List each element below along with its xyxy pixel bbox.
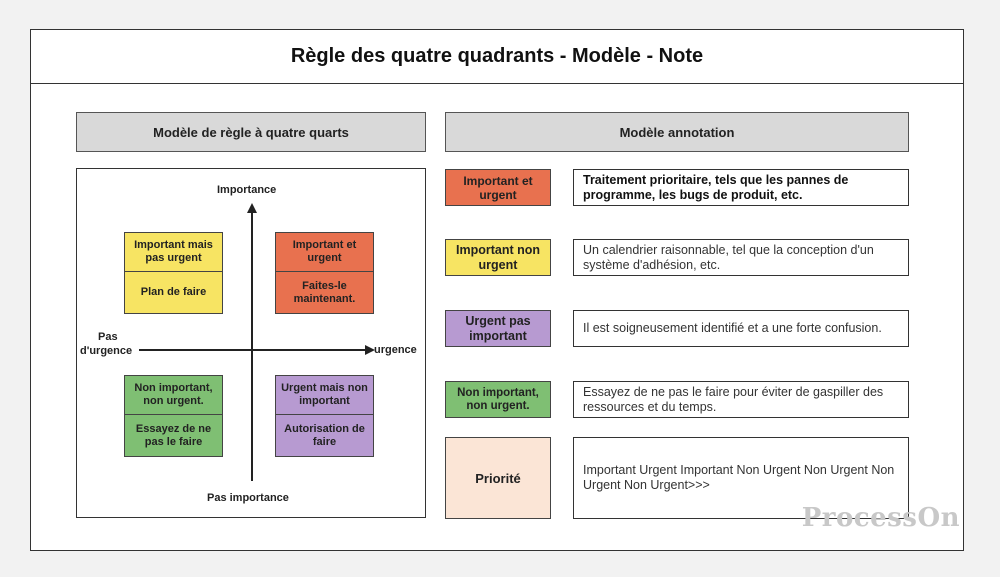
quadrant-top-right: Important et urgent Faites-le maintenant… (275, 232, 374, 314)
quadrant-bottom-left-action: Essayez de ne pas le faire (125, 415, 222, 456)
annotation-note-priority: Important Urgent Important Non Urgent No… (573, 437, 909, 519)
quadrant-top-right-label: Important et urgent (276, 233, 373, 272)
quadrant-bottom-right: Urgent mais non important Autorisation d… (275, 375, 374, 457)
quadrant-bottom-left-label: Non important, non urgent. (125, 376, 222, 415)
processon-watermark: ProcessOn (801, 503, 960, 533)
axis-label-pas-urgence: d'urgence (80, 345, 133, 357)
axis-label-urgence: urgence (374, 344, 417, 356)
quadrant-bottom-right-label: Urgent mais non important (276, 376, 373, 415)
quadrant-top-left-action: Plan de faire (125, 272, 222, 313)
axis-label-pas-importance: Pas importance (207, 492, 289, 504)
axis-label-pas: Pas (98, 331, 118, 343)
annotation-model-header: Modèle annotation (445, 112, 909, 152)
page-title: Règle des quatre quadrants - Modèle - No… (290, 45, 704, 67)
quadrant-bottom-left: Non important, non urgent. Essayez de ne… (124, 375, 223, 457)
quadrant-model-header: Modèle de règle à quatre quarts (76, 112, 426, 152)
quadrant-top-left: Important mais pas urgent Plan de faire (124, 232, 223, 314)
quadrant-top-left-label: Important mais pas urgent (125, 233, 222, 272)
matrix-axes (139, 203, 375, 481)
annotation-tag-not-important-not-urgent: Non important, non urgent. (445, 381, 551, 418)
annotation-tag-important-non-urgent: Important non urgent (445, 239, 551, 276)
annotation-note-not-important-not-urgent: Essayez de ne pas le faire pour éviter d… (573, 381, 909, 418)
annotation-note-important-urgent: Traitement prioritaire, tels que les pan… (573, 169, 909, 206)
quadrant-top-right-action: Faites-le maintenant. (276, 272, 373, 313)
annotation-tag-urgent-not-important: Urgent pas important (445, 310, 551, 347)
axis-label-importance: Importance (217, 184, 277, 196)
diagram-frame: Règle des quatre quadrants - Modèle - No… (30, 29, 964, 551)
annotation-note-important-non-urgent: Un calendrier raisonnable, tel que la co… (573, 239, 909, 276)
title-bar: Règle des quatre quadrants - Modèle - No… (31, 30, 963, 84)
quadrant-matrix: Importance Pas importance Pas d'urgence … (76, 168, 426, 518)
annotation-tag-priority: Priorité (445, 437, 551, 519)
annotation-tag-important-urgent: Important et urgent (445, 169, 551, 206)
quadrant-bottom-right-action: Autorisation de faire (276, 415, 373, 456)
annotation-note-urgent-not-important: Il est soigneusement identifié et a une … (573, 310, 909, 347)
